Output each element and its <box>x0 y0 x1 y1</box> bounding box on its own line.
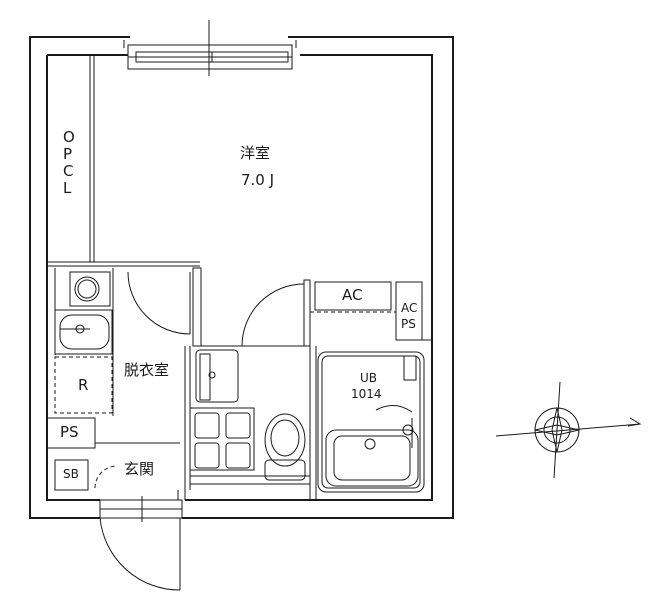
washbasin-icon <box>54 309 113 355</box>
top-window <box>123 20 297 76</box>
compass-rose-icon <box>495 381 642 479</box>
entrance-label: 玄関 <box>124 460 155 478</box>
closet-label-c: C <box>63 162 74 180</box>
room-door <box>201 279 311 347</box>
ps-label: PS <box>60 423 79 441</box>
western-room-name: 洋室 <box>240 144 271 162</box>
refrigerator-label: R <box>78 376 89 394</box>
washing-machine-icon <box>69 271 111 307</box>
toilet-icon <box>264 413 306 481</box>
ac-label: AC <box>342 286 363 304</box>
closet-label-o: O <box>63 128 75 146</box>
unit-bath <box>317 351 425 493</box>
entrance-door <box>99 490 183 591</box>
shoe-box <box>54 459 118 491</box>
bathtub-icon <box>325 429 419 487</box>
western-room-size: 7.0 J <box>241 171 275 189</box>
unit-bath-name: UB <box>360 371 378 385</box>
closet-label-l: L <box>63 179 72 197</box>
ps-box <box>46 417 180 449</box>
ac-ps-label-bottom: PS <box>401 317 416 331</box>
outer-walls <box>29 36 454 519</box>
unit-bath-model: 1014 <box>351 387 382 401</box>
shoe-box-label: SB <box>63 467 79 481</box>
ac-ps-label-top: AC <box>401 301 418 315</box>
refrigerator-space <box>54 356 113 414</box>
toilet-room <box>184 346 317 500</box>
closet-label-p: P <box>63 145 73 163</box>
closet <box>47 55 200 267</box>
dressing-room-label: 脱衣室 <box>124 361 170 379</box>
dressing-room-door <box>127 271 191 335</box>
ac-area <box>310 281 432 341</box>
